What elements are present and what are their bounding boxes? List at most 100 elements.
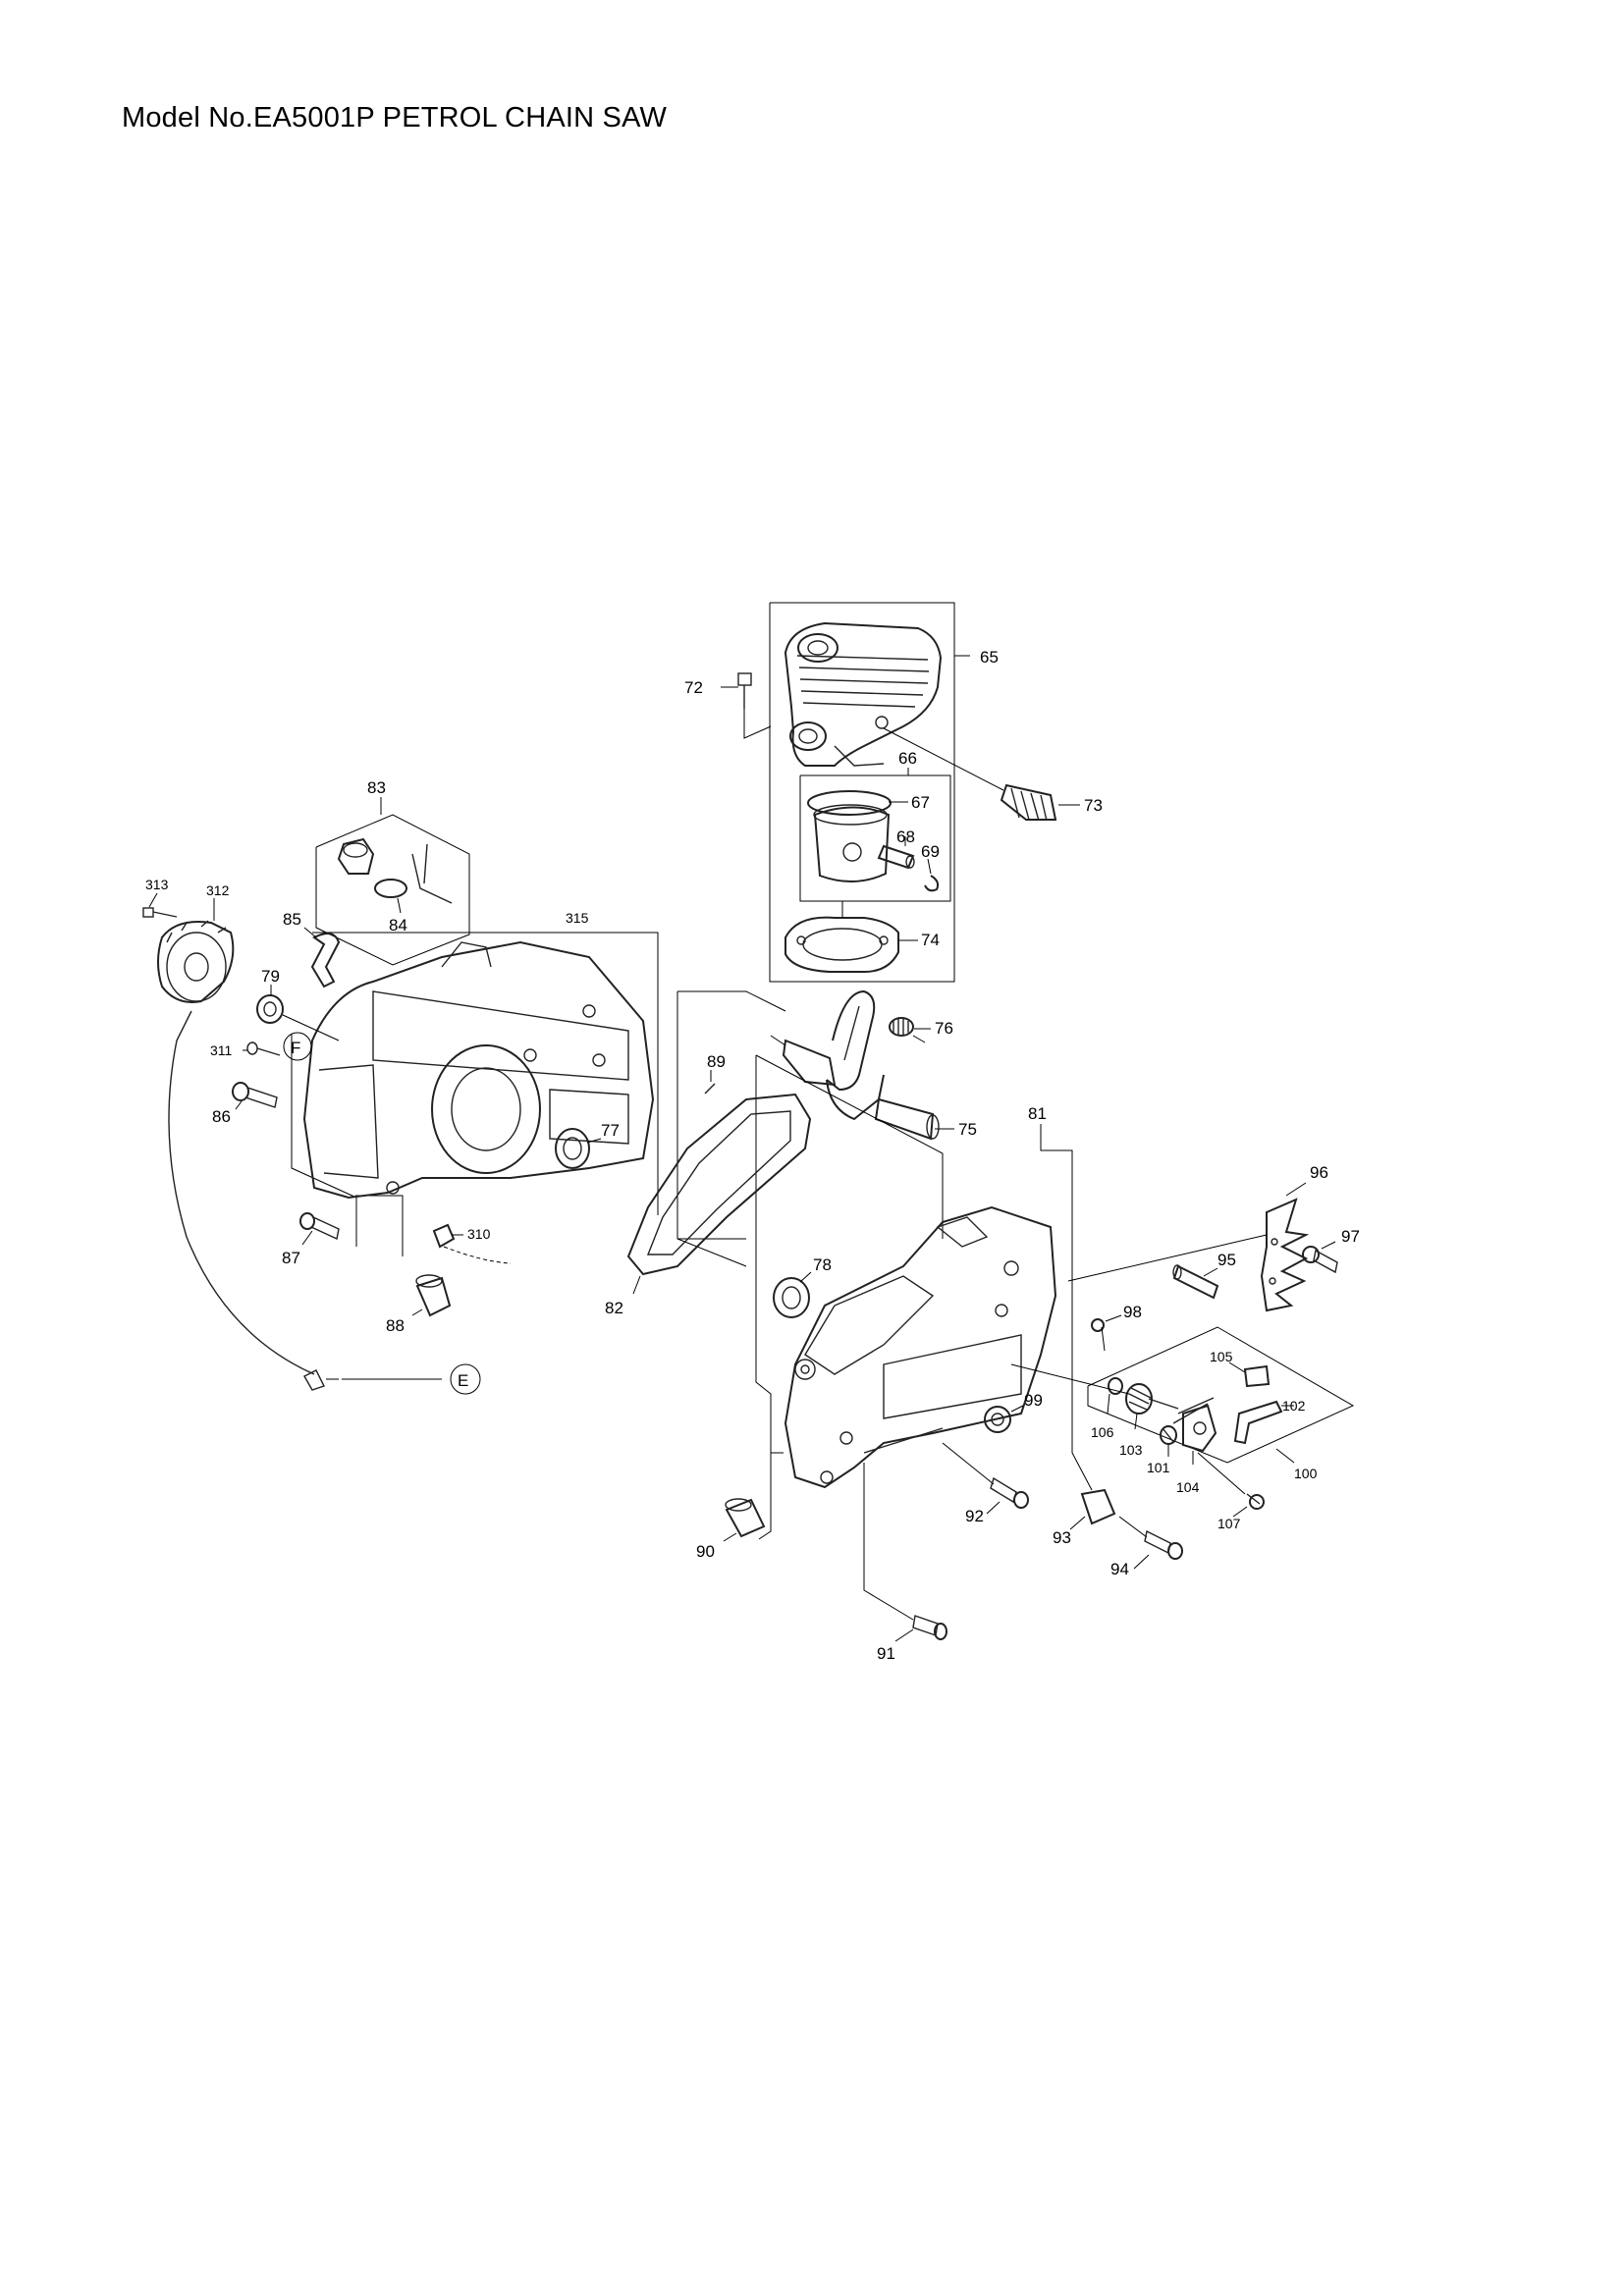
- screw-94: [1118, 1516, 1183, 1570]
- left-crankcase-part: [302, 940, 655, 1200]
- label-74: 74: [921, 931, 940, 949]
- label-96: 96: [1310, 1163, 1328, 1182]
- label-77: 77: [601, 1121, 620, 1140]
- rubber-310: [432, 1223, 512, 1264]
- label-95: 95: [1217, 1251, 1236, 1269]
- label-81: 81: [1028, 1104, 1047, 1123]
- screw-107: [1197, 1452, 1265, 1518]
- screw-97: [1302, 1241, 1338, 1274]
- needle-bearing-76: [889, 1017, 931, 1037]
- label-86: 86: [212, 1107, 231, 1126]
- label-83: 83: [367, 778, 386, 797]
- label-65: 65: [980, 648, 999, 667]
- label-78: 78: [813, 1255, 832, 1274]
- pump-body-104: [1172, 1397, 1217, 1465]
- cylinder-part: [784, 621, 943, 767]
- label-89: 89: [707, 1052, 726, 1071]
- screw-91: [863, 1463, 947, 1642]
- label-69: 69: [921, 842, 940, 861]
- label-85: 85: [283, 910, 301, 929]
- cylinder-group-frame: [769, 602, 970, 983]
- label-315: 315: [566, 910, 589, 926]
- crankcase-gasket-82: [626, 1093, 812, 1295]
- label-82: 82: [605, 1299, 623, 1317]
- label-311: 311: [210, 1042, 233, 1058]
- bushing-99: [984, 1405, 1024, 1433]
- label-98: 98: [1123, 1303, 1142, 1321]
- page-title: Model No.EA5001P PETROL CHAIN SAW: [122, 102, 668, 133]
- label-99: 99: [1024, 1391, 1043, 1410]
- reference-letter-e: E: [458, 1371, 468, 1390]
- screw-87: [299, 1212, 340, 1246]
- label-75: 75: [958, 1120, 977, 1139]
- right-crankcase-part: [784, 1205, 1057, 1489]
- bracket-group-frame: [315, 797, 470, 966]
- label-107: 107: [1217, 1516, 1241, 1531]
- pump-connector-line: [1010, 1363, 1130, 1395]
- label-90: 90: [696, 1542, 715, 1561]
- label-66: 66: [898, 749, 917, 768]
- wire-bracket-part: [411, 843, 453, 904]
- screw-92: [942, 1442, 1029, 1515]
- label-310: 310: [467, 1226, 491, 1242]
- crankshaft-75: [770, 989, 954, 1141]
- label-106: 106: [1091, 1424, 1114, 1440]
- spike-bumper-96: [1067, 1182, 1310, 1312]
- label-101: 101: [1147, 1460, 1170, 1475]
- cylinder-screw-72: [721, 672, 772, 739]
- flywheel-312: [157, 898, 235, 1003]
- label-87: 87: [282, 1249, 300, 1267]
- fitting-part: [337, 837, 375, 875]
- label-92: 92: [965, 1507, 984, 1525]
- piston-part: [813, 804, 891, 883]
- label-312: 312: [206, 882, 230, 898]
- oil-seal-78: [773, 1271, 812, 1318]
- pump-lever-102: [1233, 1400, 1294, 1445]
- cylinder-gasket-74: [784, 901, 918, 973]
- piston-ring-67: [807, 790, 908, 816]
- right-crankcase-frame: [755, 1124, 1073, 1540]
- label-73: 73: [1084, 796, 1103, 815]
- reference-marker-e: E: [450, 1363, 481, 1395]
- label-313: 313: [145, 877, 169, 892]
- piston-group-frame: [799, 768, 951, 902]
- sleeve-90: [723, 1498, 766, 1542]
- pump-part-101: [1160, 1425, 1177, 1457]
- circlip-69: [924, 858, 940, 892]
- oil-seal-77: [555, 1128, 602, 1169]
- screw-86: [232, 1082, 278, 1110]
- label-91: 91: [877, 1644, 895, 1663]
- label-100: 100: [1294, 1466, 1318, 1481]
- reference-letter-f: F: [291, 1039, 300, 1057]
- cap-93: [1069, 1245, 1116, 1530]
- label-76: 76: [935, 1019, 953, 1038]
- nut-98: [1091, 1314, 1122, 1332]
- label-88: 88: [386, 1316, 405, 1335]
- hose-85: [303, 927, 341, 988]
- label-97: 97: [1341, 1227, 1360, 1246]
- label-68: 68: [896, 828, 915, 846]
- o-ring-84: [374, 879, 407, 914]
- decompression-spring-73: [883, 727, 1080, 822]
- pump-part-105: [1228, 1362, 1271, 1388]
- label-84: 84: [389, 916, 407, 934]
- label-94: 94: [1110, 1560, 1129, 1578]
- piston-pin-68: [877, 836, 915, 870]
- label-67: 67: [911, 793, 930, 812]
- crankcase-connector-lines: [676, 990, 944, 1306]
- label-93: 93: [1053, 1528, 1071, 1547]
- pump-part-106: [1107, 1377, 1123, 1415]
- label-105: 105: [1210, 1349, 1233, 1364]
- cap-88: [411, 1274, 452, 1317]
- screw-311: [243, 1041, 281, 1056]
- label-79: 79: [261, 967, 280, 986]
- stud-95: [1172, 1264, 1219, 1300]
- label-102: 102: [1282, 1398, 1306, 1414]
- label-104: 104: [1176, 1479, 1200, 1495]
- oil-pump-group-frame: [1087, 1326, 1355, 1464]
- part-labels: 65 66 67 68 69 72 73 74 75 76 77 78 79 8…: [145, 648, 1360, 1663]
- oil-seal-79: [256, 985, 340, 1041]
- reference-marker-f: F: [283, 1032, 312, 1061]
- screw-313: [142, 892, 178, 918]
